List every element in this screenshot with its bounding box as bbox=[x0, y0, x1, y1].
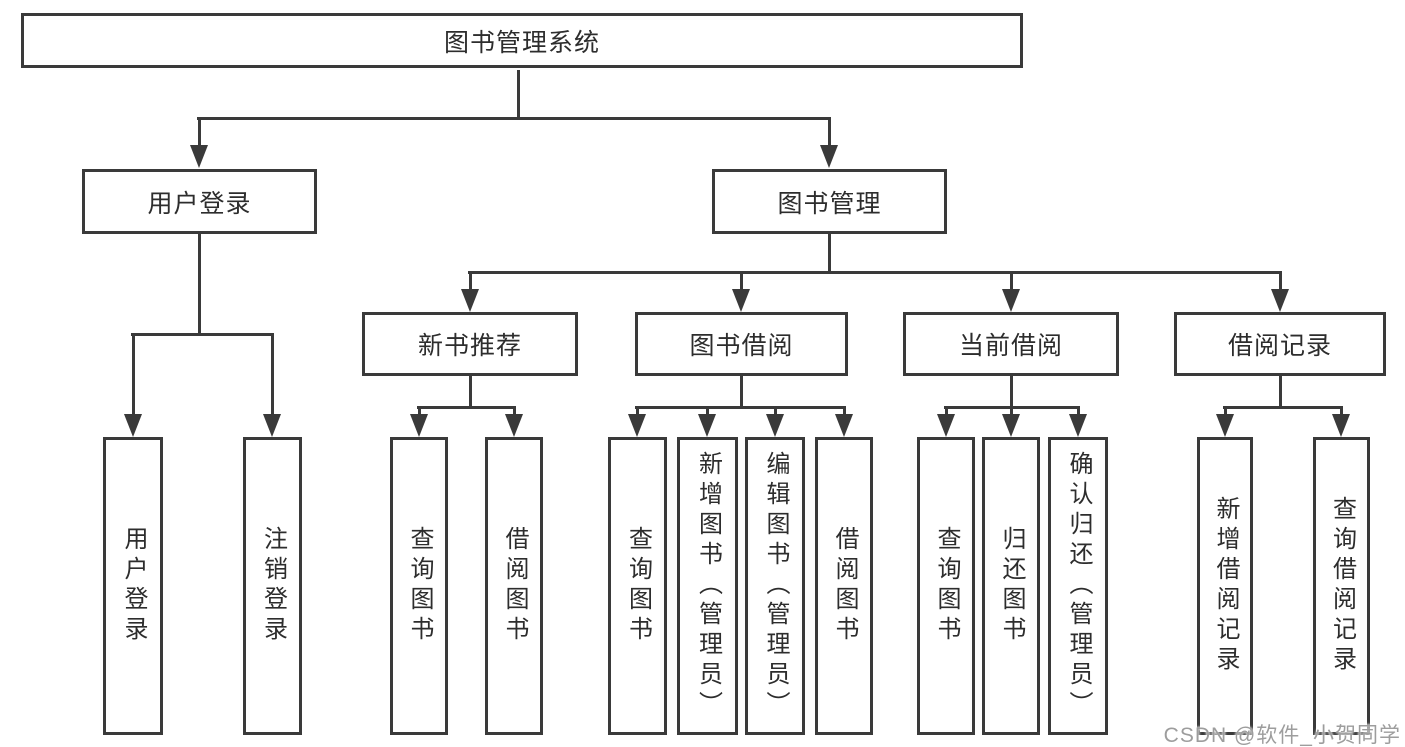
node-book-management: 图书管理 bbox=[712, 169, 947, 234]
node-borrow-records: 借阅记录 bbox=[1174, 312, 1386, 376]
leaf-label: 查询借阅记录 bbox=[1328, 496, 1356, 676]
edge-line bbox=[1076, 406, 1080, 417]
edge-line bbox=[417, 406, 516, 409]
node-leaf-user-login: 用户登录 bbox=[103, 437, 163, 735]
edge-line bbox=[739, 271, 743, 292]
arrowhead-icon bbox=[190, 145, 208, 168]
arrowhead-icon bbox=[937, 414, 955, 437]
node-leaf-edit-book-admin: 编辑图书（管理员） bbox=[745, 437, 805, 735]
edge-line bbox=[635, 406, 846, 409]
edge-line bbox=[131, 333, 274, 336]
edge-line bbox=[635, 406, 639, 417]
arrowhead-icon bbox=[505, 414, 523, 437]
edge-line bbox=[468, 271, 472, 292]
node-leaf-return-books: 归还图书 bbox=[982, 437, 1040, 735]
edge-line bbox=[1339, 406, 1343, 417]
node-leaf-query-books-recommend: 查询图书 bbox=[390, 437, 448, 735]
edge-line bbox=[1009, 376, 1013, 417]
arrowhead-icon bbox=[732, 289, 750, 312]
edge-line bbox=[1223, 406, 1343, 409]
arrowhead-icon bbox=[835, 414, 853, 437]
edge-line bbox=[944, 406, 948, 417]
node-leaf-query-books-current: 查询图书 bbox=[917, 437, 975, 735]
leaf-label: 用户登录 bbox=[120, 526, 147, 646]
leaf-label: 借阅图书 bbox=[501, 526, 528, 646]
edge-line bbox=[773, 406, 777, 417]
edge-line bbox=[516, 70, 520, 119]
csdn-watermark: CSDN @软件_小贺同学 bbox=[1163, 724, 1401, 747]
arrowhead-icon bbox=[410, 414, 428, 437]
arrowhead-icon bbox=[1216, 414, 1234, 437]
edge-line bbox=[944, 406, 1080, 409]
edge-line bbox=[417, 406, 421, 417]
edge-line bbox=[270, 333, 274, 417]
edge-line bbox=[842, 406, 846, 417]
arrowhead-icon bbox=[698, 414, 716, 437]
edge-line bbox=[1223, 406, 1227, 417]
leaf-label: 归还图书 bbox=[998, 526, 1025, 646]
arrowhead-icon bbox=[1271, 289, 1289, 312]
arrowhead-icon bbox=[1002, 414, 1020, 437]
edge-line bbox=[468, 376, 472, 408]
edge-line bbox=[827, 117, 831, 150]
arrowhead-icon bbox=[1002, 289, 1020, 312]
node-leaf-borrow-books-recommend: 借阅图书 bbox=[485, 437, 543, 735]
edge-line bbox=[1009, 271, 1013, 292]
leaf-label: 查询图书 bbox=[624, 526, 652, 646]
edge-line bbox=[1278, 271, 1282, 292]
edge-line bbox=[739, 376, 743, 408]
edge-line bbox=[197, 117, 831, 120]
arrowhead-icon bbox=[766, 414, 784, 437]
node-current-borrow: 当前借阅 bbox=[903, 312, 1119, 376]
node-leaf-add-book-admin: 新增图书（管理员） bbox=[677, 437, 738, 735]
arrowhead-icon bbox=[124, 414, 142, 437]
edge-line bbox=[468, 271, 1282, 274]
leaf-label: 借阅图书 bbox=[831, 526, 858, 646]
node-leaf-borrow-books: 借阅图书 bbox=[815, 437, 873, 735]
leaf-label: 查询图书 bbox=[406, 526, 433, 646]
node-leaf-query-borrow-record: 查询借阅记录 bbox=[1313, 437, 1370, 735]
edge-line bbox=[1278, 376, 1282, 408]
arrowhead-icon bbox=[263, 414, 281, 437]
edge-line bbox=[197, 234, 201, 335]
arrowhead-icon bbox=[1332, 414, 1350, 437]
node-book-borrow: 图书借阅 bbox=[635, 312, 848, 376]
leaf-label: 新增借阅记录 bbox=[1212, 496, 1239, 676]
leaf-label: 新增图书（管理员） bbox=[694, 451, 722, 721]
edge-line bbox=[705, 406, 709, 417]
edge-line bbox=[512, 406, 516, 417]
leaf-label: 注销登录 bbox=[259, 526, 287, 646]
node-new-book-recommend: 新书推荐 bbox=[362, 312, 578, 376]
arrowhead-icon bbox=[1069, 414, 1087, 437]
leaf-label: 查询图书 bbox=[933, 526, 960, 646]
edge-line bbox=[197, 117, 201, 150]
node-leaf-add-borrow-record: 新增借阅记录 bbox=[1197, 437, 1253, 735]
node-leaf-logout: 注销登录 bbox=[243, 437, 302, 735]
edge-line bbox=[131, 333, 135, 417]
node-leaf-confirm-return-admin: 确认归还（管理员） bbox=[1048, 437, 1108, 735]
arrowhead-icon bbox=[820, 145, 838, 168]
edge-line bbox=[827, 234, 831, 273]
arrowhead-icon bbox=[628, 414, 646, 437]
leaf-label: 编辑图书（管理员） bbox=[762, 451, 789, 721]
node-root: 图书管理系统 bbox=[21, 13, 1023, 68]
node-user-login: 用户登录 bbox=[82, 169, 317, 234]
arrowhead-icon bbox=[461, 289, 479, 312]
leaf-label: 确认归还（管理员） bbox=[1065, 451, 1092, 721]
node-leaf-query-books-borrow: 查询图书 bbox=[608, 437, 667, 735]
